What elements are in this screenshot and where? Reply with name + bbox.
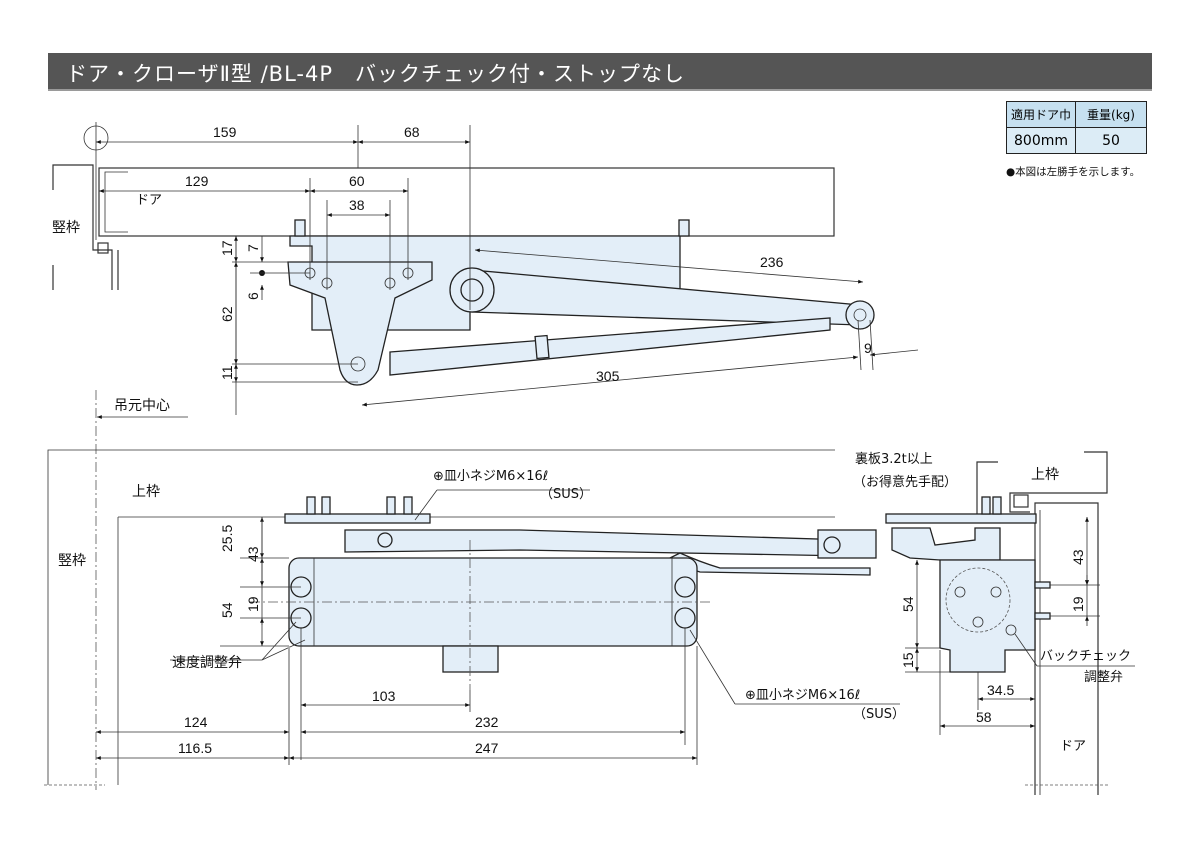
arm-front [344, 529, 851, 557]
dim-236: 236 [760, 254, 784, 270]
screw [403, 496, 413, 515]
dim-54-side: 54 [900, 596, 916, 612]
adjuster-nut [534, 334, 550, 360]
body-screw-2 [674, 607, 696, 629]
dim-58: 58 [976, 709, 992, 725]
side-view: 裏板3.2t以上 （お得意先手配） 上枠 ドア バックチェック 調整弁 43 1… [853, 451, 1135, 795]
dim-11: 11 [219, 365, 235, 380]
dim-43-side: 43 [1070, 549, 1086, 565]
dim-54-front: 54 [219, 602, 235, 618]
side-frame-outline [52, 164, 113, 290]
mounting-plate-front [284, 513, 431, 524]
body-screw-1 [674, 576, 696, 598]
label-door-top: ドア [136, 193, 162, 208]
hole [990, 586, 1002, 598]
door-edge [104, 171, 128, 233]
dim-15-side: 15 [900, 652, 916, 668]
arm-pivot-inner [460, 278, 484, 302]
screw-top-right [678, 219, 690, 237]
dim-62: 62 [219, 306, 235, 322]
side-frame-lower [52, 250, 119, 290]
label-top-frame-side: 上枠 [1031, 467, 1059, 483]
spec-value-weight: 50 [1075, 127, 1148, 154]
screw [306, 496, 316, 515]
hole [954, 586, 966, 598]
closer-spindle [442, 645, 499, 673]
label-door-side: ドア [1060, 739, 1086, 754]
label-screw-top-spec: ⊕皿小ネジM6×16ℓ [433, 469, 548, 484]
label-backcheck: バックチェック [1040, 649, 1131, 664]
mounting-plate-side [885, 513, 1037, 524]
dim-43-front: 43 [245, 546, 261, 562]
screw [992, 496, 1002, 515]
dim-232: 232 [475, 714, 499, 730]
cylinder-outline [945, 567, 1011, 633]
dim-129: 129 [185, 173, 209, 189]
label-screw-bottom-spec: ⊕皿小ネジM6×16ℓ [745, 688, 860, 703]
label-pivot-center: 吊元中心 [114, 398, 170, 414]
screw [981, 496, 991, 515]
arm-end-joint-front [823, 536, 841, 554]
label-screw-top-material: （SUS） [540, 487, 592, 502]
dim-34-5: 34.5 [987, 682, 1014, 698]
spec-table-header-row: 適用ドア巾 重量(kg) [1005, 101, 1148, 128]
dim-9: 9 [864, 340, 872, 356]
label-backplate: 裏板3.2t以上 [855, 452, 933, 467]
dim-68: 68 [404, 124, 420, 140]
dim-247: 247 [475, 740, 499, 756]
label-screw-bottom-material: （SUS） [853, 707, 905, 722]
label-top-frame-front: 上枠 [132, 484, 160, 500]
title-bar: ドア・クローザⅡ型 /BL-4P バックチェック付・ストップなし [48, 53, 1152, 91]
label-side-frame-front: 竪枠 [58, 553, 86, 569]
dim-25-5: 25.5 [219, 525, 235, 552]
dim-159: 159 [213, 124, 237, 140]
label-backcheck-valve: 調整弁 [1084, 670, 1123, 685]
hole [972, 616, 984, 628]
arm-end-inner [853, 308, 867, 322]
arm-end-joint [845, 300, 875, 330]
dim-7: 7 [245, 244, 261, 252]
spec-table-value-row: 800mm 50 [1005, 127, 1148, 154]
frame-slot [97, 242, 109, 254]
dim-116-5: 116.5 [178, 740, 212, 756]
dim-60: 60 [349, 173, 365, 189]
dim-19-front: 19 [245, 596, 261, 612]
screw [321, 496, 331, 515]
spec-table: 適用ドア巾 重量(kg) 800mm 50 [1005, 101, 1148, 154]
dim-103: 103 [372, 688, 396, 704]
bolt [1034, 612, 1051, 620]
closer-body-side [939, 559, 1036, 673]
arm-joint [377, 532, 393, 548]
frame-outline-front [47, 449, 835, 785]
front-view: 上枠 竪枠 25.5 43 19 54 [44, 449, 905, 786]
label-backplate-note: （お得意先手配） [853, 474, 957, 490]
page-title: ドア・クローザⅡ型 /BL-4P バックチェック付・ストップなし [66, 62, 686, 86]
top-frame-side [976, 451, 1108, 515]
label-speed-valve: 速度調整弁 [172, 655, 242, 671]
dim-38: 38 [349, 197, 365, 213]
dim-6: 6 [245, 292, 261, 300]
backcheck-valve [1005, 624, 1017, 636]
dim-124: 124 [184, 714, 208, 730]
label-side-frame-top: 竪枠 [52, 220, 80, 236]
screw [386, 496, 396, 515]
top-view: 159 68 129 60 38 17 7 6 62 11 236 305 [52, 122, 919, 790]
spec-note: ●本図は左勝手を示します。 [1006, 166, 1141, 178]
frame-slot-side [1013, 494, 1029, 508]
dim-19-side: 19 [1070, 596, 1086, 612]
dim-305: 305 [596, 368, 620, 384]
dim-17: 17 [219, 240, 235, 256]
bolt [1034, 581, 1051, 589]
spec-header-weight: 重量(kg) [1075, 101, 1148, 128]
arm-linkage-side [891, 527, 1001, 561]
door-outline-top [98, 167, 835, 237]
screw-top-left [294, 219, 306, 237]
spec-value-door-width: 800mm [1005, 127, 1077, 154]
